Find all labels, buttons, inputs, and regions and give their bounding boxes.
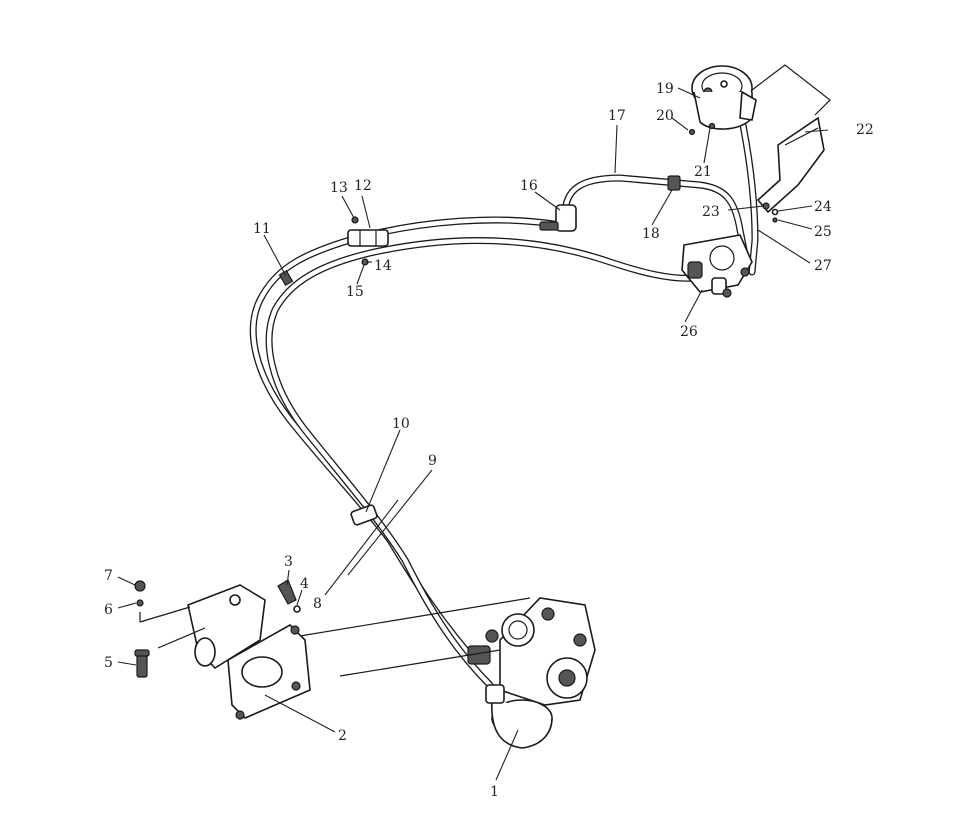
leader-lines [117,87,829,781]
clamp-10 [350,504,378,526]
callout-labels: 1 2 3 4 5 6 7 8 9 10 11 12 13 14 15 16 1… [104,81,874,800]
callout-20: 20 [656,108,674,124]
callout-21: 21 [694,164,712,180]
callout-6: 6 [104,602,113,618]
callout-11: 11 [253,221,271,237]
pump-26 [681,234,753,298]
nut-25 [772,217,778,223]
callout-10: 10 [392,416,410,432]
washer-4 [293,605,301,613]
callout-15: 15 [346,284,364,300]
callout-19: 19 [656,81,674,97]
clamp-18 [667,175,681,191]
elbow-fitting-16 [539,204,577,232]
callout-9: 9 [428,453,437,469]
callout-4: 4 [300,576,309,592]
callout-12: 12 [354,178,372,194]
callout-26: 26 [680,324,698,340]
callout-24: 24 [814,199,832,215]
bolt-13 [351,216,359,224]
callout-18: 18 [642,226,660,242]
washer-21 [708,122,716,130]
washer-24 [771,208,779,216]
clamp-11 [278,269,294,287]
bolt-3 [277,579,297,605]
fasteners [134,579,301,678]
nut-7 [134,580,146,592]
mount-bracket-2 [139,584,311,720]
steering-gear-1 [299,597,596,749]
callout-2: 2 [338,728,347,744]
hose-assembly [249,116,759,689]
bracket-22 [756,116,825,223]
reservoir-19 [688,64,831,136]
callout-8: 8 [313,596,322,612]
callout-22: 22 [856,122,874,138]
callout-1: 1 [490,784,499,800]
hose-clamps [278,175,681,526]
bolt-5 [136,654,148,678]
clamp-12 [347,229,389,247]
callout-13: 13 [330,180,348,196]
callout-17: 17 [608,108,626,124]
callout-23: 23 [702,204,720,220]
bolt-20 [688,128,696,136]
callout-25: 25 [814,224,832,240]
callout-27: 27 [814,258,832,274]
callout-3: 3 [284,554,293,570]
callout-5: 5 [104,655,113,671]
callout-16: 16 [520,178,538,194]
callout-14: 14 [374,258,392,274]
callout-7: 7 [104,568,113,584]
washer-6 [136,599,144,607]
